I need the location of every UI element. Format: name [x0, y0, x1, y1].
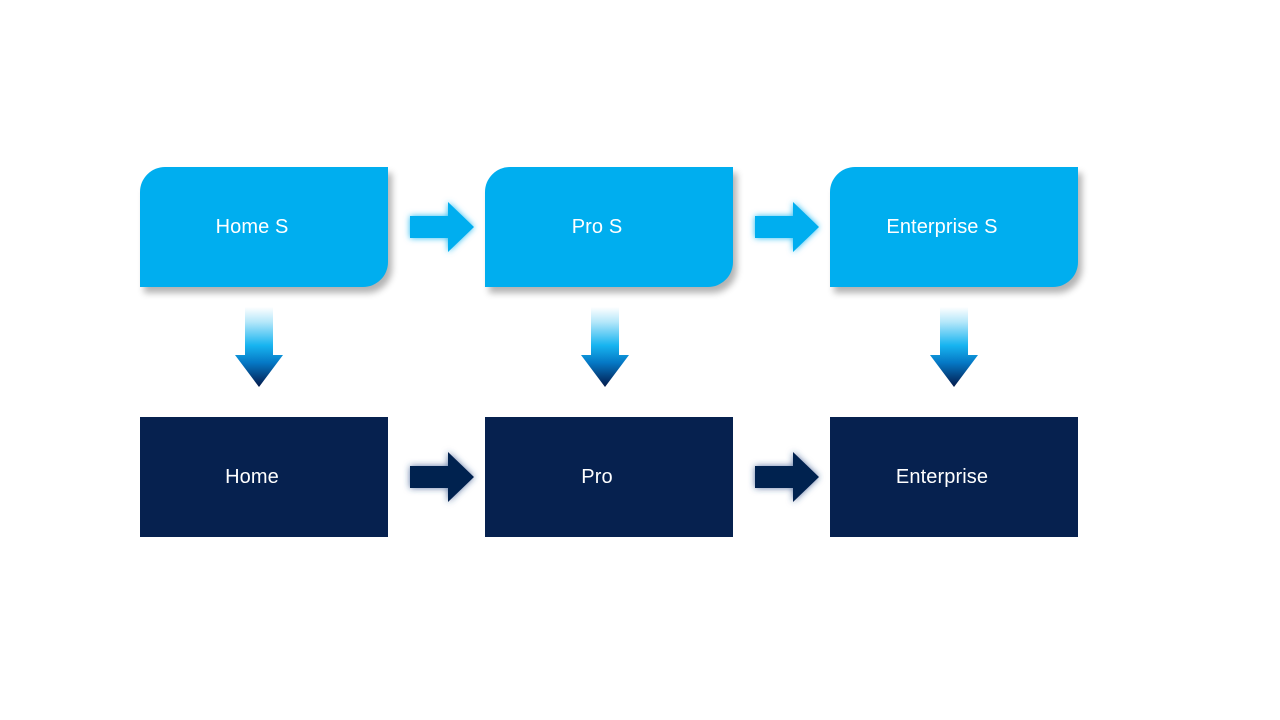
node-pro[interactable]: Pro — [485, 417, 733, 537]
node-enterprise-label: Enterprise — [895, 466, 989, 488]
node-home-label: Home — [225, 466, 279, 488]
arrow-right-icon-pro-s-to-enterprise-s — [747, 196, 825, 258]
node-pro-s[interactable]: Pro S — [485, 167, 733, 287]
arrow-right-icon-home-to-pro — [402, 446, 480, 508]
arrow-down-icon-home-s-to-home — [235, 307, 283, 389]
node-home[interactable]: Home — [140, 417, 388, 537]
node-home-s[interactable]: Home S — [140, 167, 388, 287]
arrow-down-icon-pro-s-to-pro — [581, 307, 629, 389]
arrow-down-icon-enterprise-s-to-enterprise — [930, 307, 978, 389]
node-enterprise[interactable]: Enterprise — [830, 417, 1078, 537]
node-pro-s-label: Pro S — [571, 216, 623, 238]
arrow-right-icon-home-s-to-pro-s — [402, 196, 480, 258]
node-enterprise-s-label: Enterprise S — [886, 216, 998, 238]
arrow-right-icon-pro-to-enterprise — [747, 446, 825, 508]
node-enterprise-s[interactable]: Enterprise S — [830, 167, 1078, 287]
node-home-s-label: Home S — [215, 216, 289, 238]
node-pro-label: Pro — [581, 466, 613, 488]
